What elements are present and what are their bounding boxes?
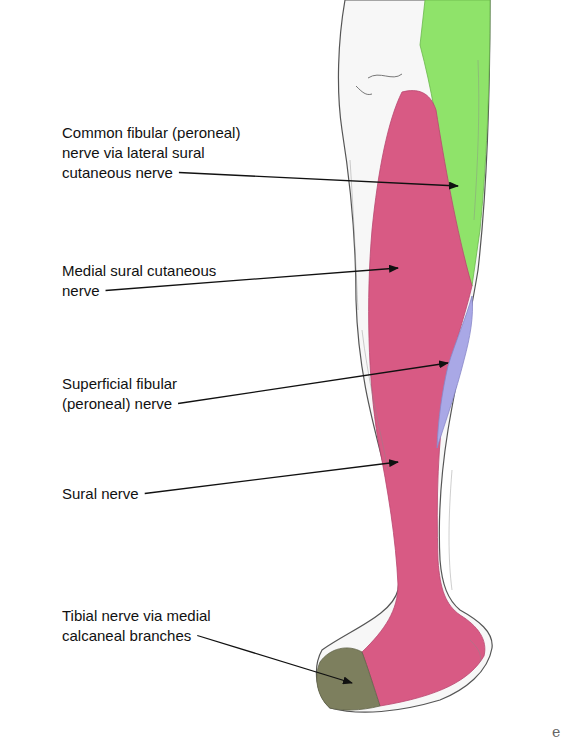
shading bbox=[350, 60, 481, 662]
nerve-label: Medial sural cutaneous nerve bbox=[62, 261, 222, 301]
leader-arrow bbox=[178, 363, 448, 404]
watermark: e bbox=[552, 724, 560, 740]
superficial-fibular-region bbox=[437, 296, 473, 448]
leg-outline bbox=[316, 0, 492, 712]
leader-arrow bbox=[197, 636, 352, 684]
watermark-text: e bbox=[552, 724, 560, 740]
label-text: Medial sural cutaneous nerve bbox=[62, 262, 216, 299]
label-text: Sural nerve bbox=[62, 485, 139, 502]
label-text: Tibial nerve via medial calcaneal branch… bbox=[62, 607, 211, 644]
leader-arrow bbox=[145, 462, 398, 494]
knee-crease bbox=[356, 74, 402, 95]
leader-arrow bbox=[179, 173, 458, 187]
nerve-label: Common fibular (peroneal) nerve via late… bbox=[62, 123, 262, 183]
label-text: Common fibular (peroneal) nerve via late… bbox=[62, 124, 240, 181]
nerve-label: Tibial nerve via medial calcaneal branch… bbox=[62, 606, 212, 646]
nerve-label: Superficial fibular (peroneal) nerve bbox=[62, 374, 222, 414]
label-text: Superficial fibular (peroneal) nerve bbox=[62, 375, 177, 412]
medial-calcaneal-region bbox=[317, 648, 380, 710]
nerve-label: Sural nerve bbox=[62, 484, 139, 504]
